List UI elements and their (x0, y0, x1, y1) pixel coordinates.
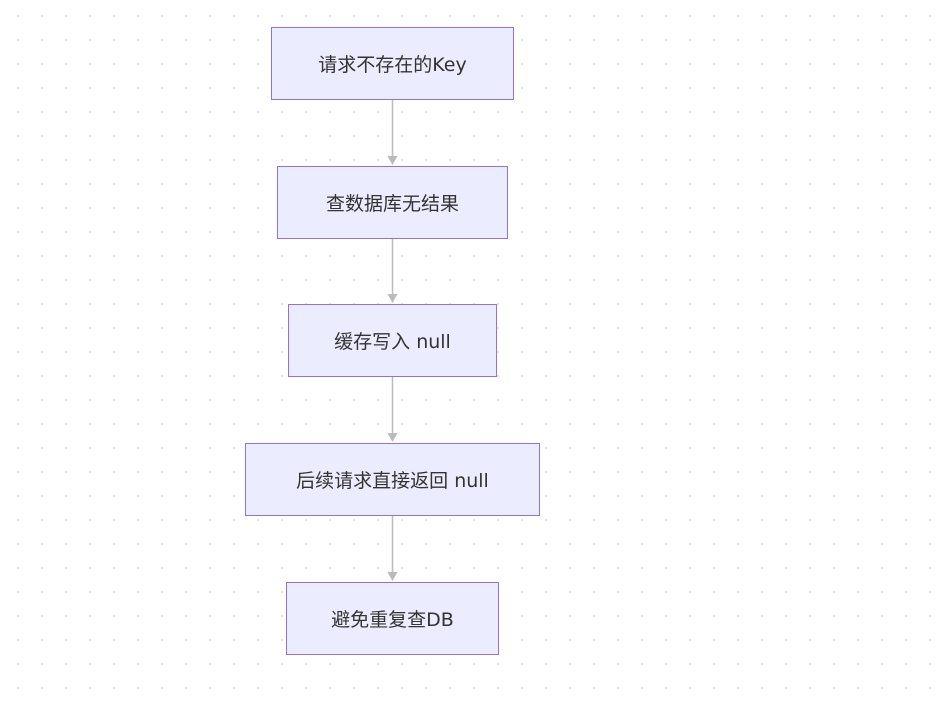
node-cache-write-null: 缓存写入 null (288, 304, 497, 377)
edge-arrowhead-1 (387, 156, 398, 165)
edge-arrowhead-2 (387, 294, 398, 303)
edge-arrowhead-4 (387, 572, 398, 581)
node-return-null: 后续请求直接返回 null (245, 443, 540, 516)
node-db-no-result: 查数据库无结果 (277, 166, 508, 239)
node-avoid-db-query: 避免重复查DB (286, 582, 499, 655)
node-request-missing-key: 请求不存在的Key (271, 27, 514, 100)
edge-arrowhead-3 (387, 433, 398, 442)
